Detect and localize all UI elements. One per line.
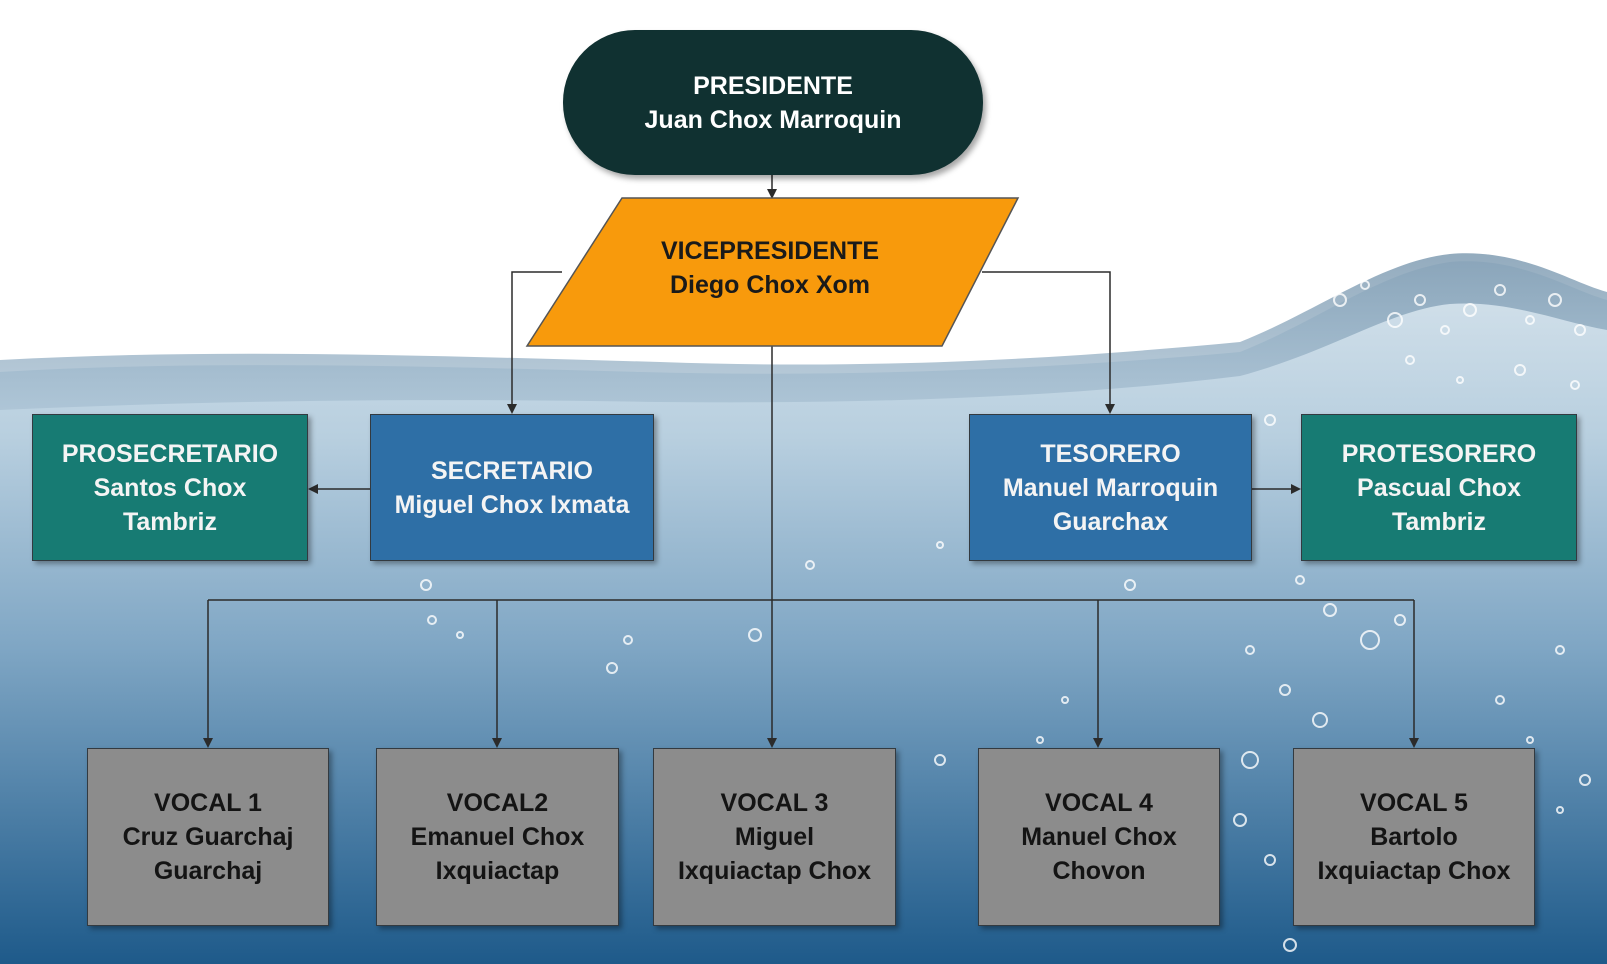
- vocal-5-label: VOCAL 5 Bartolo Ixquiactap Chox: [1317, 789, 1511, 885]
- connector-vicepresident-tesorero: [982, 271, 1115, 414]
- vicepresident-node: VICEPRESIDENTE Diego Chox Xom: [580, 218, 960, 318]
- bubble: [1360, 630, 1380, 650]
- vocal-1-label: VOCAL 1 Cruz Guarchaj Guarchaj: [122, 789, 294, 885]
- bubble: [1526, 736, 1534, 744]
- bubble: [427, 615, 437, 625]
- vocal-4-node: VOCAL 4 Manuel Chox Chovon: [978, 748, 1220, 926]
- bubble: [1495, 695, 1505, 705]
- vicepresident-label: VICEPRESIDENTE Diego Chox Xom: [660, 237, 880, 299]
- bubble: [1574, 324, 1586, 336]
- bubble: [1494, 284, 1506, 296]
- protesorero-node: PROTESORERO Pascual Chox Tambriz: [1301, 414, 1577, 561]
- tesorero-label: TESORERO Manuel Marroquin Guarchax: [1002, 439, 1219, 536]
- bubble: [1387, 312, 1403, 328]
- bubble: [1245, 645, 1255, 655]
- prosecretario-node: PROSECRETARIO Santos Chox Tambriz: [32, 414, 308, 561]
- bubble: [934, 754, 946, 766]
- bubble: [1264, 854, 1276, 866]
- bubble: [1279, 684, 1291, 696]
- bubble: [1124, 579, 1136, 591]
- bubble: [1036, 736, 1044, 744]
- protesorero-label: PROTESORERO Pascual Chox Tambriz: [1341, 439, 1537, 536]
- bubble: [1295, 575, 1305, 585]
- bubble: [1440, 325, 1450, 335]
- bubble: [1312, 712, 1328, 728]
- bubble: [1333, 293, 1347, 307]
- bubble: [1394, 614, 1406, 626]
- bubble: [1463, 303, 1477, 317]
- president-node: PRESIDENTE Juan Chox Marroquin: [563, 30, 983, 175]
- bubble: [1456, 376, 1464, 384]
- bubble: [805, 560, 815, 570]
- bubble: [420, 579, 432, 591]
- bubble: [748, 628, 762, 642]
- vocal-2-node: VOCAL2 Emanuel Chox Ixquiactap: [376, 748, 619, 926]
- connector-vicepresident-secretario: [507, 271, 562, 414]
- bubble: [623, 635, 633, 645]
- bubble: [1525, 315, 1535, 325]
- bubble: [1360, 280, 1370, 290]
- bubble: [1323, 603, 1337, 617]
- president-label: PRESIDENTE Juan Chox Marroquin: [644, 71, 902, 134]
- bubble: [1233, 813, 1247, 827]
- tesorero-node: TESORERO Manuel Marroquin Guarchax: [969, 414, 1252, 561]
- vocal-4-label: VOCAL 4 Manuel Chox Chovon: [1021, 789, 1177, 885]
- secretario-node: SECRETARIO Miguel Chox Ixmata: [370, 414, 654, 561]
- bubble: [1579, 774, 1591, 786]
- bubble: [1241, 751, 1259, 769]
- bubble: [1414, 294, 1426, 306]
- vocal-2-label: VOCAL2 Emanuel Chox Ixquiactap: [410, 789, 585, 885]
- bubble: [1283, 938, 1297, 952]
- bubble: [1555, 645, 1565, 655]
- bubble: [1570, 380, 1580, 390]
- bubbles: [420, 280, 1591, 952]
- vocal-3-node: VOCAL 3 Miguel Ixquiactap Chox: [653, 748, 896, 926]
- vocal-3-label: VOCAL 3 Miguel Ixquiactap Chox: [677, 789, 872, 885]
- bubble: [936, 541, 944, 549]
- bubble: [1061, 696, 1069, 704]
- vocal-1-node: VOCAL 1 Cruz Guarchaj Guarchaj: [87, 748, 329, 926]
- secretario-label: SECRETARIO Miguel Chox Ixmata: [394, 456, 630, 519]
- bubble: [606, 662, 618, 674]
- bubble: [1514, 364, 1526, 376]
- bubble: [1264, 414, 1276, 426]
- bubble: [456, 631, 464, 639]
- bubble: [1405, 355, 1415, 365]
- prosecretario-label: PROSECRETARIO Santos Chox Tambriz: [61, 439, 279, 536]
- vocal-5-node: VOCAL 5 Bartolo Ixquiactap Chox: [1293, 748, 1535, 926]
- water-surface-band: [0, 253, 1607, 410]
- bubble: [1556, 806, 1564, 814]
- bubble: [1548, 293, 1562, 307]
